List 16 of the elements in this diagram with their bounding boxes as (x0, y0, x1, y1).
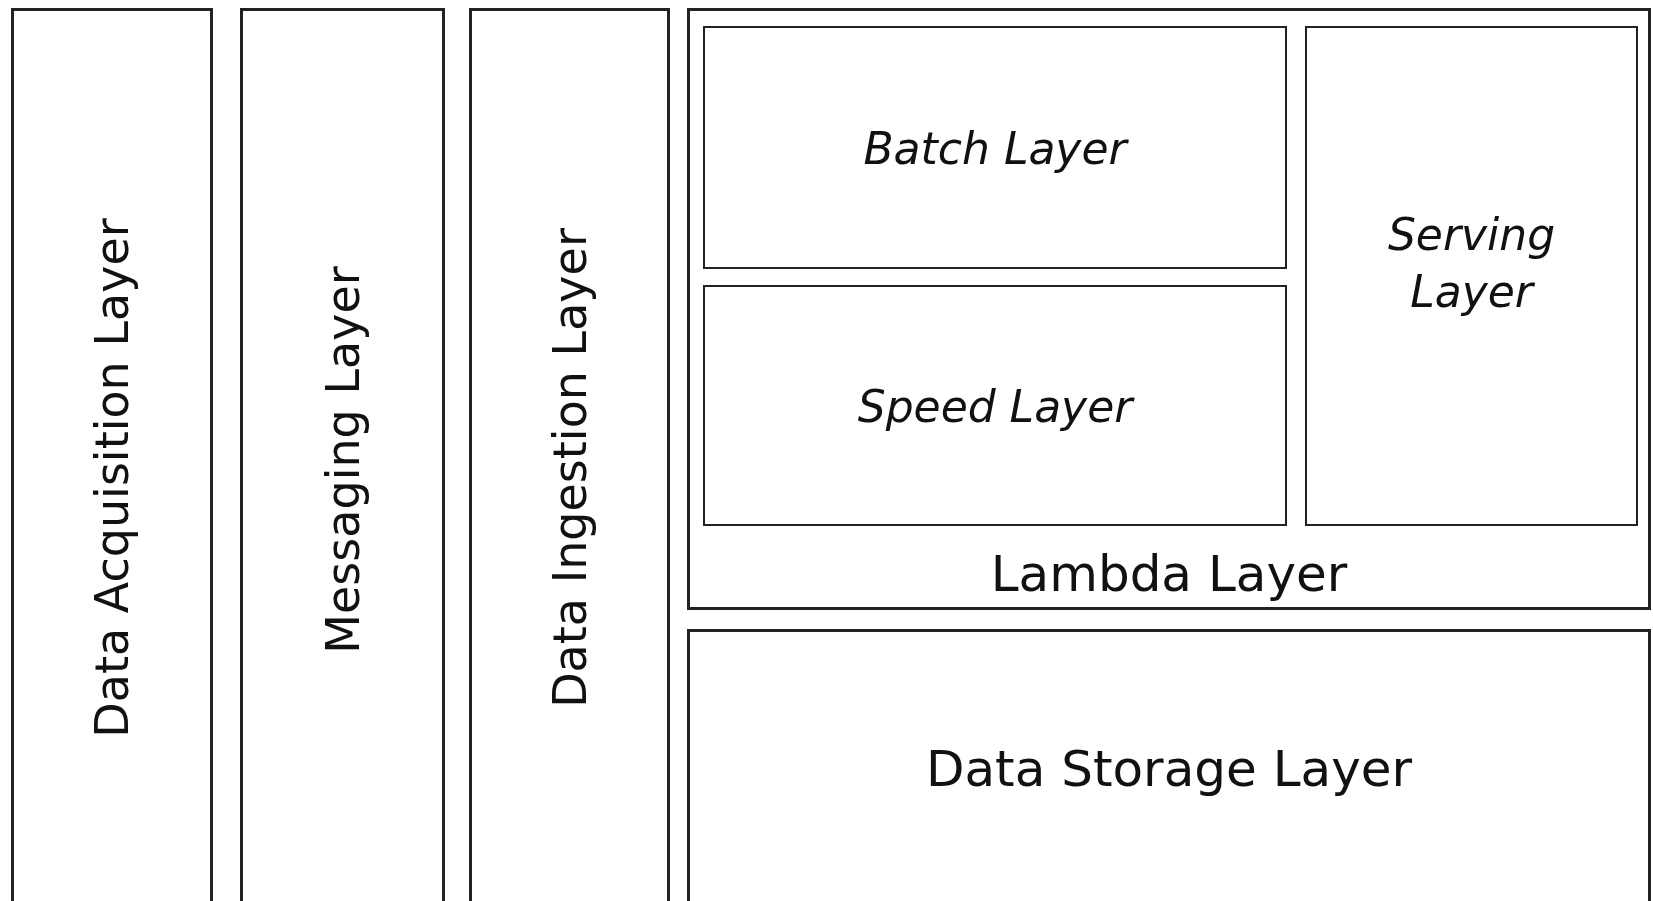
layer-panel (687, 629, 1651, 901)
layer-label: Data Ingestion Layer (542, 228, 597, 708)
layer-panel (240, 8, 445, 901)
sublayer-box (703, 26, 1287, 269)
layer-panel (469, 8, 670, 901)
layer-label: Messaging Layer (315, 266, 370, 654)
layer-label: Serving Layer (1386, 207, 1557, 319)
layer-label: Lambda Layer (990, 545, 1348, 603)
layer-label: Batch Layer (863, 122, 1127, 173)
sublayer-box (1305, 26, 1638, 526)
layer-panel (687, 8, 1651, 610)
layer-panel (11, 8, 213, 901)
layer-label: Data Storage Layer (925, 740, 1413, 798)
layer-label: Speed Layer (857, 380, 1133, 431)
sublayer-box (703, 285, 1287, 526)
layer-label: Data Acquisition Layer (85, 218, 139, 738)
